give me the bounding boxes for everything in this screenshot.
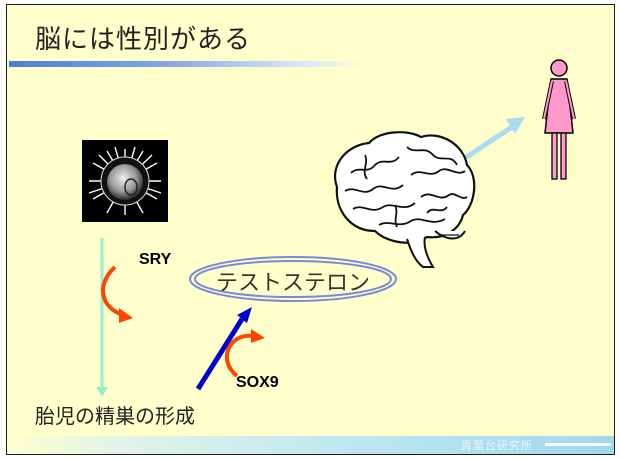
sry-label: SRY (139, 251, 172, 268)
footer-line (545, 443, 611, 446)
fetal-testis-caption: 胎児の精巣の形成 (35, 404, 195, 428)
brain-to-woman-arrow (463, 117, 525, 161)
brain-image (334, 131, 476, 268)
slide: 脳には性別がある (6, 4, 615, 455)
sox9-curve-arrow (224, 329, 265, 378)
slide-title: 脳には性別がある (35, 25, 252, 55)
sry-curve-arrow (101, 265, 133, 323)
footer-text: 青葉台研究所 (461, 439, 533, 452)
woman-icon (542, 59, 576, 180)
title-underline-bar (9, 61, 367, 67)
testosterone-ellipse (189, 256, 397, 302)
sperm-egg-image (82, 140, 168, 222)
sox9-up-arrow (195, 307, 252, 391)
sox9-label: SOX9 (236, 374, 279, 391)
footer-bar (7, 436, 614, 454)
testosterone-label: テストステロン (215, 271, 370, 296)
development-arrow (96, 238, 108, 397)
diagram-canvas (82, 59, 576, 397)
